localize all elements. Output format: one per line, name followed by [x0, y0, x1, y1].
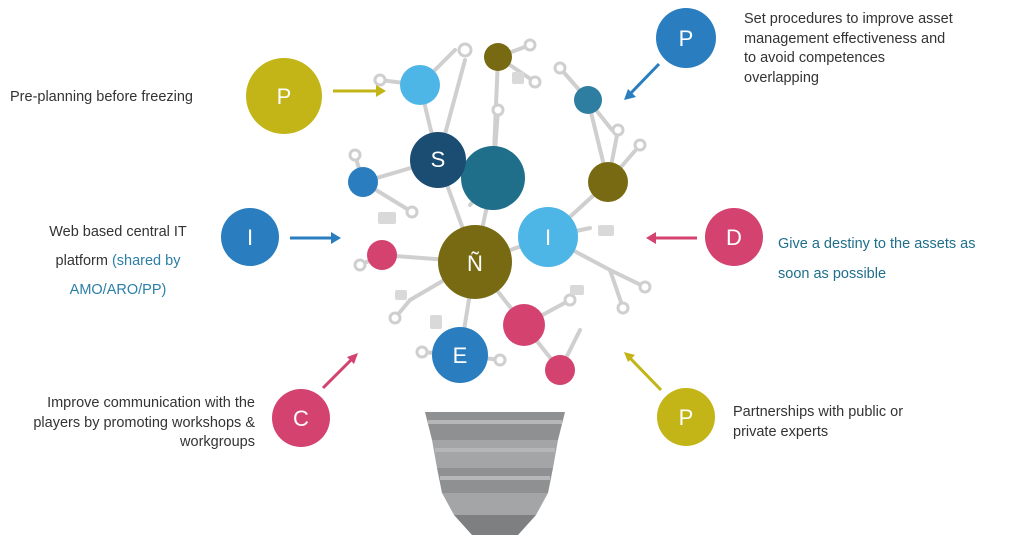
bulb-node-i: I: [518, 207, 578, 267]
label-partnerships-line-1: Partnerships with public or: [733, 404, 904, 420]
item-circle-communication: C: [272, 389, 330, 447]
label-communication: Improve communication with the players b…: [0, 394, 255, 453]
item-letter-procedures: P: [679, 26, 694, 51]
label-communication-line-2: players by promoting workshops &: [33, 414, 255, 431]
bulb-node-light-blue-top: [400, 65, 440, 105]
label-web-platform-line-2-plain: platform: [55, 253, 108, 269]
label-destiny-line-2: soon as possible: [778, 265, 887, 282]
bulb-node-teal-large: [461, 146, 525, 210]
label-destiny: Give a destiny to the assets as soon as …: [778, 230, 1016, 289]
item-circle-partnerships: P: [657, 388, 715, 446]
bulb-node-pink-small: [545, 355, 575, 385]
label-destiny-line-1: Give a destiny to the assets as: [778, 236, 976, 252]
label-web-platform-line-2: platform (shared by: [30, 247, 206, 276]
bulb-node-e-letter: E: [453, 343, 468, 368]
bulb-node-e: E: [432, 327, 488, 383]
label-procedures-line-2: management effectiveness and: [744, 30, 946, 47]
bulb-node-n-letter: Ñ: [467, 251, 483, 276]
label-communication-line-3: workgroups: [180, 434, 255, 451]
arrow-destiny: [646, 232, 697, 244]
label-partnerships-line-2: private experts: [733, 423, 829, 440]
label-procedures-line-1: Set procedures to improve asset: [744, 11, 953, 27]
item-letter-communication: C: [293, 406, 309, 431]
label-web-platform: Web based central IT platform (shared by…: [30, 218, 206, 305]
bulb-node-pink-center: [503, 304, 545, 346]
label-web-platform-line-3: AMO/ARO/PP): [69, 282, 167, 298]
bulb-gray-nodes: [348, 38, 652, 367]
arrow-communication: [321, 353, 358, 390]
bulb-node-blue-left: [348, 167, 378, 197]
item-letter-partnerships: P: [679, 405, 694, 430]
item-circle-web-platform: I: [221, 208, 279, 266]
bulb-base: [425, 412, 565, 535]
label-procedures-line-4: overlapping: [744, 69, 819, 86]
bulb-node-n: Ñ: [438, 225, 512, 299]
label-procedures-line-3: to avoid competences: [744, 50, 886, 67]
label-communication-line-1: Improve communication with the: [47, 395, 255, 411]
bulb-node-s-letter: S: [431, 147, 446, 172]
arrow-preplanning: [333, 85, 386, 97]
bulb-node-teal-top-right: [574, 86, 602, 114]
label-partnerships: Partnerships with public or private expe…: [733, 403, 1003, 442]
bulb-node-i-letter: I: [545, 225, 551, 250]
item-letter-destiny: D: [726, 225, 742, 250]
label-web-platform-line-1: Web based central IT: [49, 224, 187, 240]
arrow-procedures: [624, 62, 661, 100]
item-letter-preplanning: P: [277, 84, 292, 109]
label-preplanning: Pre-planning before freezing: [10, 89, 193, 105]
arrow-partnerships: [624, 352, 663, 392]
item-letter-web-platform: I: [247, 225, 253, 250]
item-circle-destiny: D: [705, 208, 763, 266]
bulb-decorative-glyphs: [378, 72, 614, 329]
arrow-web-platform: [290, 232, 341, 244]
label-web-platform-line-2-highlight: (shared by: [111, 253, 181, 269]
bulb-node-pink-left: [367, 240, 397, 270]
item-circle-procedures: P: [656, 8, 716, 68]
bulb-node-olive-right: [588, 162, 628, 202]
bulb-node-olive-top: [484, 43, 512, 71]
item-circle-preplanning: P: [246, 58, 322, 134]
bulb-node-s: S: [410, 132, 466, 188]
label-procedures: Set procedures to improve asset manageme…: [744, 10, 1014, 88]
